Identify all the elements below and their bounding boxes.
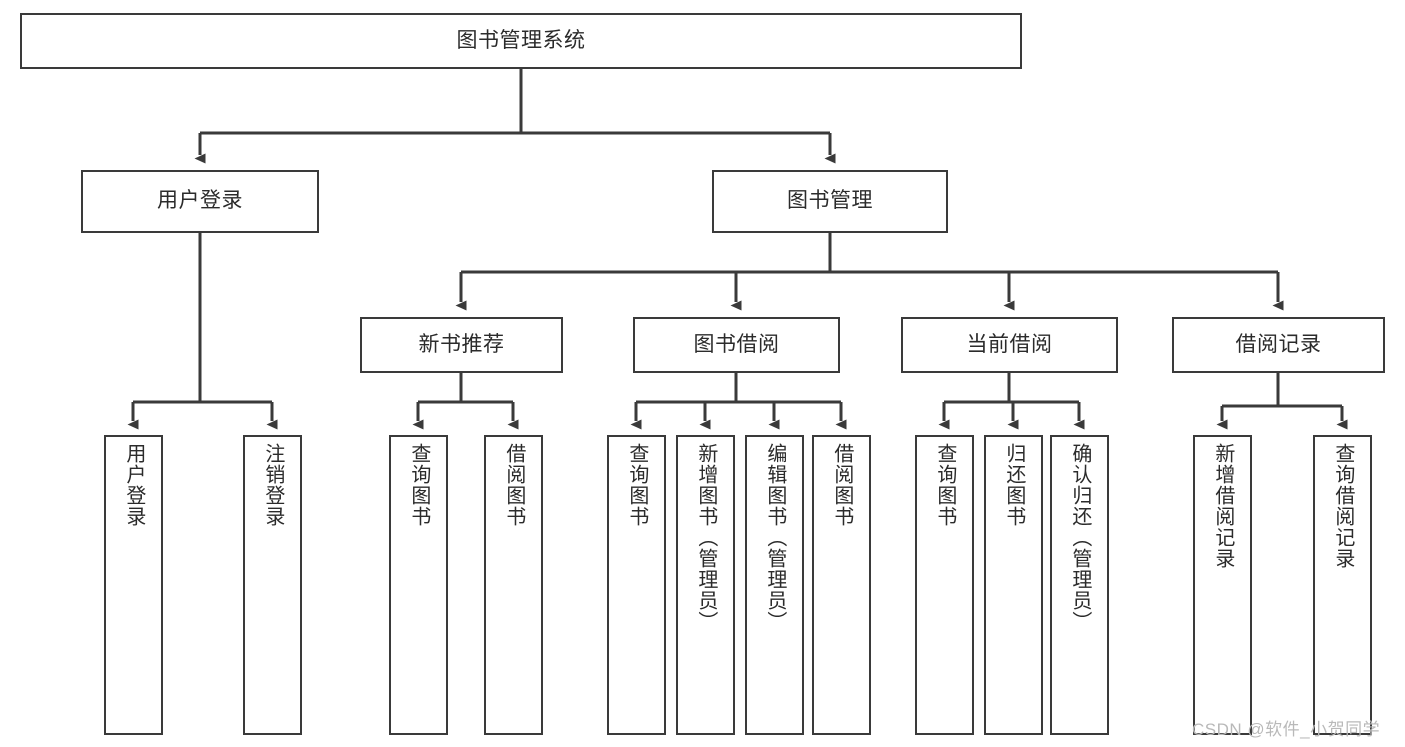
node-root[interactable]: 图书管理系统 — [20, 13, 1022, 69]
node-leaf-logout[interactable]: 注销登录 — [243, 435, 302, 735]
node-current-borrow[interactable]: 当前借阅 — [901, 317, 1118, 373]
node-borrow-record-label: 借阅记录 — [1235, 332, 1322, 356]
node-leaf-query-book-1-label: 查询图书 — [407, 443, 430, 527]
node-user-login[interactable]: 用户登录 — [81, 170, 319, 233]
node-leaf-query-book-1[interactable]: 查询图书 — [389, 435, 448, 735]
node-leaf-add-record-label: 新增借阅记录 — [1211, 443, 1234, 569]
node-book-borrow[interactable]: 图书借阅 — [633, 317, 840, 373]
node-book-borrow-label: 图书借阅 — [693, 332, 780, 356]
node-leaf-edit-book-label: 编辑图书（管理员） — [763, 443, 786, 632]
node-leaf-query-book-2[interactable]: 查询图书 — [607, 435, 666, 735]
node-leaf-borrow-book-2[interactable]: 借阅图书 — [812, 435, 871, 735]
node-leaf-edit-book[interactable]: 编辑图书（管理员） — [745, 435, 804, 735]
node-leaf-logout-label: 注销登录 — [261, 443, 284, 527]
node-leaf-query-book-3[interactable]: 查询图书 — [915, 435, 974, 735]
watermark-text: CSDN @软件_小贺同学 — [1192, 720, 1381, 739]
node-leaf-query-record-label: 查询借阅记录 — [1331, 443, 1354, 569]
node-leaf-borrow-book-1[interactable]: 借阅图书 — [484, 435, 543, 735]
node-new-book-recommend-label: 新书推荐 — [418, 332, 505, 356]
node-leaf-user-login-label: 用户登录 — [122, 443, 145, 527]
node-leaf-borrow-book-2-label: 借阅图书 — [830, 443, 853, 527]
node-book-manage[interactable]: 图书管理 — [712, 170, 948, 233]
node-new-book-recommend[interactable]: 新书推荐 — [360, 317, 563, 373]
node-leaf-add-book-label: 新增图书（管理员） — [694, 443, 717, 632]
node-leaf-borrow-book-1-label: 借阅图书 — [502, 443, 525, 527]
node-leaf-return-book-label: 归还图书 — [1002, 443, 1025, 527]
node-leaf-return-book[interactable]: 归还图书 — [984, 435, 1043, 735]
node-leaf-query-record[interactable]: 查询借阅记录 — [1313, 435, 1372, 735]
node-leaf-query-book-2-label: 查询图书 — [625, 443, 648, 527]
node-leaf-confirm-return[interactable]: 确认归还（管理员） — [1050, 435, 1109, 735]
node-current-borrow-label: 当前借阅 — [966, 332, 1053, 356]
node-book-manage-label: 图书管理 — [787, 189, 873, 213]
node-leaf-add-record[interactable]: 新增借阅记录 — [1193, 435, 1252, 735]
node-leaf-add-book[interactable]: 新增图书（管理员） — [676, 435, 735, 735]
node-leaf-confirm-return-label: 确认归还（管理员） — [1068, 443, 1091, 632]
node-leaf-user-login[interactable]: 用户登录 — [104, 435, 163, 735]
node-leaf-query-book-3-label: 查询图书 — [933, 443, 956, 527]
node-root-label: 图书管理系统 — [456, 28, 586, 52]
node-borrow-record[interactable]: 借阅记录 — [1172, 317, 1385, 373]
node-user-login-label: 用户登录 — [157, 189, 243, 213]
